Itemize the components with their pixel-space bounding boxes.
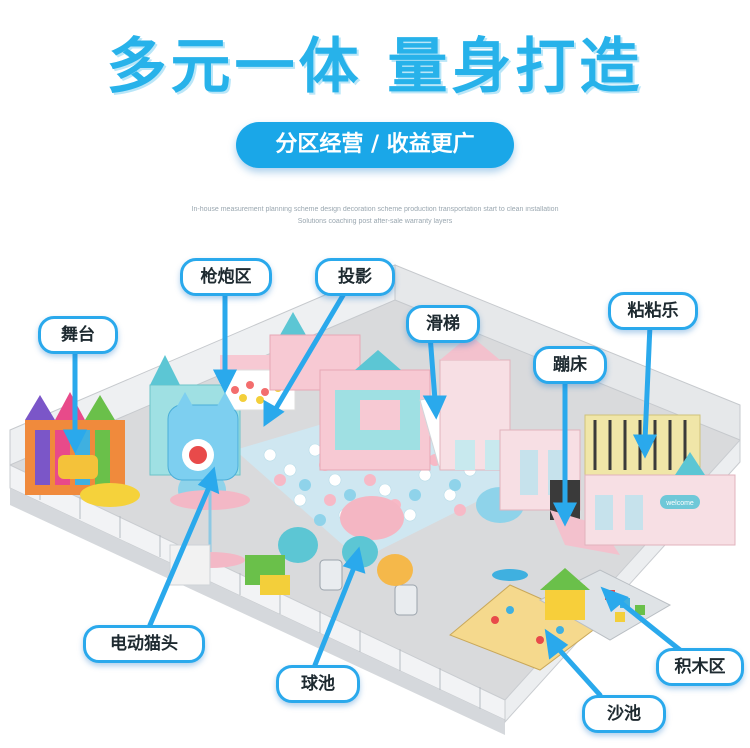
label-electric-cat-head: 电动猫头 — [83, 625, 205, 663]
headline: 多元一体 量身打造 — [106, 32, 644, 102]
front-rides — [169, 544, 528, 616]
sticky-wall-area: welcome — [584, 414, 736, 546]
label-block-zone: 积木区 — [656, 648, 744, 686]
fine-print-line-2: Solutions coaching post after-sale warra… — [297, 218, 453, 225]
fine-print-line-1: In-house measurement planning scheme des… — [191, 206, 559, 213]
label-trampoline: 蹦床 — [533, 346, 607, 384]
label-slide: 滑梯 — [406, 305, 480, 343]
label-projection: 投影 — [315, 258, 395, 296]
slide-castle — [319, 335, 511, 471]
label-ball-pool: 球池 — [276, 665, 360, 703]
label-stage: 舞台 — [38, 316, 118, 354]
subtitle-pill: 分区经营 / 收益更广 — [236, 122, 514, 168]
welcome-sign: welcome — [665, 500, 694, 507]
label-sticky-wall: 粘粘乐 — [608, 292, 698, 330]
label-sand-pool: 沙池 — [582, 695, 666, 733]
stage-area — [25, 392, 140, 507]
label-cannon-zone: 枪炮区 — [180, 258, 272, 296]
